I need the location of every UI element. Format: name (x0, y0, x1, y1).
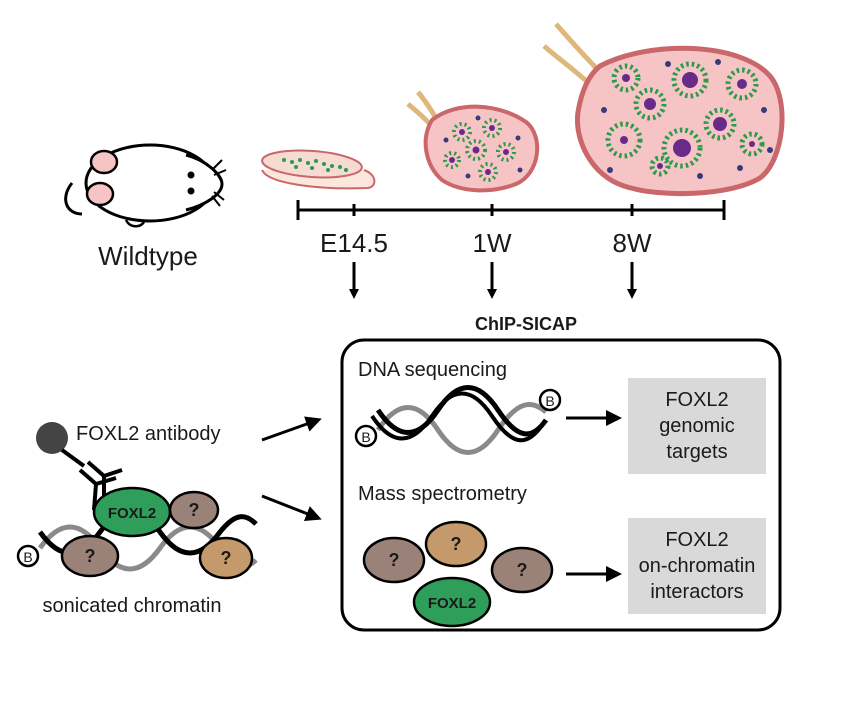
chip-sicap-box (340, 338, 782, 632)
sonicated-chromatin-label: sonicated chromatin (43, 595, 222, 617)
biotin-icon: B (16, 544, 40, 568)
protein-foxl2: FOXL2 (92, 486, 172, 538)
chip-sicap-title: ChIP-SICAP (475, 314, 577, 334)
protein-foxl2: FOXL2 (412, 576, 492, 628)
biotin-icon: B (538, 388, 562, 412)
svg-text:?: ? (451, 534, 462, 554)
svg-text:?: ? (85, 546, 96, 566)
biotin-label: B (545, 393, 554, 409)
interactors-box (628, 518, 766, 614)
genomic-targets-box (628, 378, 766, 474)
protein-unknown: ? (168, 490, 220, 530)
arrow-antibody-to-box (261, 416, 322, 442)
ovary-8w-icon (542, 22, 785, 197)
genomic-targets-line1: FOXL2 (665, 389, 728, 411)
interactors-line3: interactors (650, 581, 743, 603)
protein-unknown: ? (424, 520, 488, 568)
svg-text:?: ? (189, 500, 200, 520)
svg-text:?: ? (221, 548, 232, 568)
biotin-icon: B (354, 424, 378, 448)
dna-sequencing-label: DNA sequencing (358, 359, 507, 381)
protein-unknown: ? (362, 536, 426, 584)
biotin-label: B (361, 429, 370, 445)
svg-text:FOXL2: FOXL2 (428, 595, 476, 612)
timepoint-8w-label: 8W (613, 228, 652, 258)
protein-unknown: ? (490, 546, 554, 594)
arrow-chromatin-to-box (261, 494, 322, 522)
genomic-targets-line2: genomic (659, 415, 735, 437)
svg-text:FOXL2: FOXL2 (108, 505, 156, 522)
ovary-1w-icon (406, 90, 540, 193)
interactors-line2: on-chromatin (639, 555, 756, 577)
timeline (296, 200, 726, 220)
genomic-targets-line3: targets (666, 441, 727, 463)
wildtype-label: Wildtype (98, 241, 198, 271)
interactors-line1: FOXL2 (665, 529, 728, 551)
mouse-icon (64, 143, 227, 228)
protein-unknown: ? (60, 534, 120, 578)
dna-helix-icon (370, 385, 549, 455)
foxl2-antibody-label: FOXL2 antibody (76, 423, 221, 445)
timepoint-1w-label: 1W (473, 228, 512, 258)
biotin-label: B (23, 549, 32, 565)
mass-spectrometry-label: Mass spectrometry (358, 483, 527, 505)
antibody-icon (36, 422, 123, 511)
svg-text:?: ? (389, 550, 400, 570)
protein-unknown: ? (198, 536, 254, 580)
timepoint-e14-label: E14.5 (320, 228, 388, 258)
ovary-e14-icon (261, 149, 376, 190)
svg-text:?: ? (517, 560, 528, 580)
